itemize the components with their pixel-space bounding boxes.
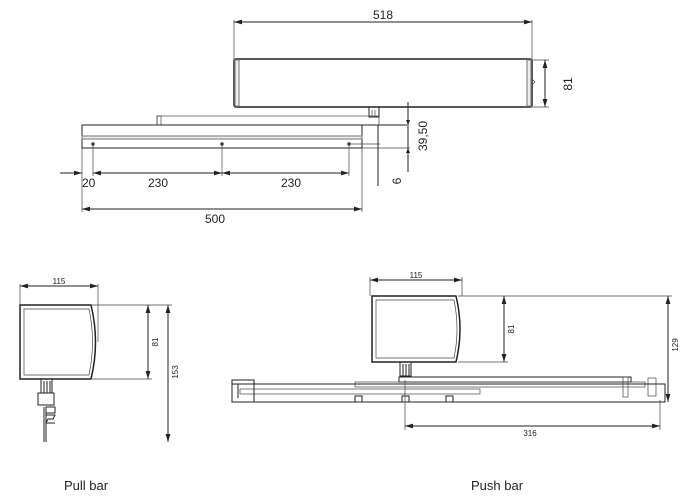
dim-small: 6: [390, 177, 404, 184]
pull-rail-profile: [43, 406, 56, 442]
closer-body: [233, 58, 533, 108]
dim-spacing-1: 230: [148, 176, 168, 190]
dim-spacing-2: 230: [281, 176, 301, 190]
connector: [368, 106, 380, 118]
push-dim-width: 115: [410, 271, 423, 280]
closer-left-cap: [234, 59, 240, 107]
pull-bar-caption: Pull bar: [64, 478, 109, 493]
pull-dim-width: 115: [53, 277, 66, 286]
pull-dim-total: 153: [171, 365, 180, 379]
dim-offset: 39,50: [416, 121, 430, 151]
push-bar-caption: Push bar: [471, 478, 524, 493]
dim-edge: 20: [82, 176, 96, 190]
push-dim-arm: 316: [523, 429, 537, 438]
closer-right-cap: [526, 59, 532, 107]
dim-length: 518: [373, 8, 393, 22]
push-bar-body: [371, 295, 461, 363]
push-arm: [398, 376, 632, 383]
pull-dim-height: 81: [151, 337, 160, 346]
push-dim-total: 129: [671, 338, 680, 352]
dim-rail: 500: [205, 212, 225, 226]
pull-bar-view: 115 81 153: [19, 277, 180, 442]
top-view: 518 81 20 230 230 500 6 39,50: [60, 8, 575, 226]
pull-bar-body: [19, 304, 97, 380]
push-bar-view: 115 81 129 316: [231, 271, 680, 438]
arm: [156, 115, 380, 126]
dim-height: 81: [561, 77, 575, 91]
push-dim-height: 81: [507, 324, 516, 333]
